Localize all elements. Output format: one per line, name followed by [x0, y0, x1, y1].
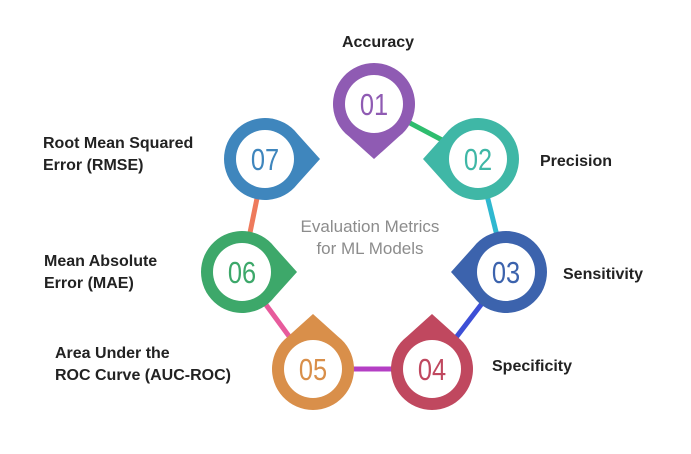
- node-number-05: 05: [299, 353, 327, 388]
- node-number-07: 07: [251, 143, 279, 178]
- metric-label-line: Specificity: [492, 358, 572, 375]
- metric-node-03: 03: [451, 230, 547, 313]
- metric-node-05: 05: [271, 314, 354, 410]
- metric-label-line: Accuracy: [342, 34, 414, 51]
- metric-label-03: Sensitivity: [563, 266, 643, 283]
- node-number-04: 04: [418, 353, 446, 388]
- node-inner-circle: [477, 243, 535, 301]
- metric-label-02: Precision: [540, 153, 612, 170]
- center-title-line1: Evaluation Metrics: [301, 217, 440, 236]
- metric-label-line: Sensitivity: [563, 266, 643, 283]
- center-title-line2: for ML Models: [316, 239, 423, 258]
- metric-label-line: Precision: [540, 153, 612, 170]
- metric-label-line: Area Under the: [55, 345, 170, 362]
- metric-node-06: 06: [201, 231, 297, 313]
- metric-node-04: 04: [390, 314, 473, 410]
- node-number-01: 01: [360, 88, 388, 123]
- node-inner-circle: [236, 130, 294, 188]
- node-number-06: 06: [228, 256, 256, 291]
- metric-label-line: ROC Curve (AUC-ROC): [55, 367, 231, 384]
- node-inner-circle: [449, 130, 507, 188]
- metric-label-line: Error (MAE): [44, 275, 134, 292]
- metric-node-01: 01: [333, 63, 415, 159]
- node-number-03: 03: [492, 256, 520, 291]
- center-title: Evaluation Metrics for ML Models: [301, 217, 440, 258]
- nodes: 01 02 03 04 05 06 07: [201, 63, 547, 410]
- node-inner-circle: [403, 340, 461, 398]
- node-inner-circle: [213, 243, 271, 301]
- metric-label-line: Mean Absolute: [44, 253, 157, 270]
- metric-label-01: Accuracy: [342, 34, 414, 51]
- metric-label-line: Root Mean Squared: [43, 135, 193, 152]
- metric-node-07: 07: [223, 117, 320, 200]
- node-number-02: 02: [464, 143, 492, 178]
- metric-label-04: Specificity: [492, 358, 572, 375]
- node-inner-circle: [345, 75, 403, 133]
- metric-label-line: Error (RMSE): [43, 157, 143, 174]
- node-inner-circle: [284, 340, 342, 398]
- metric-node-02: 02: [423, 117, 519, 200]
